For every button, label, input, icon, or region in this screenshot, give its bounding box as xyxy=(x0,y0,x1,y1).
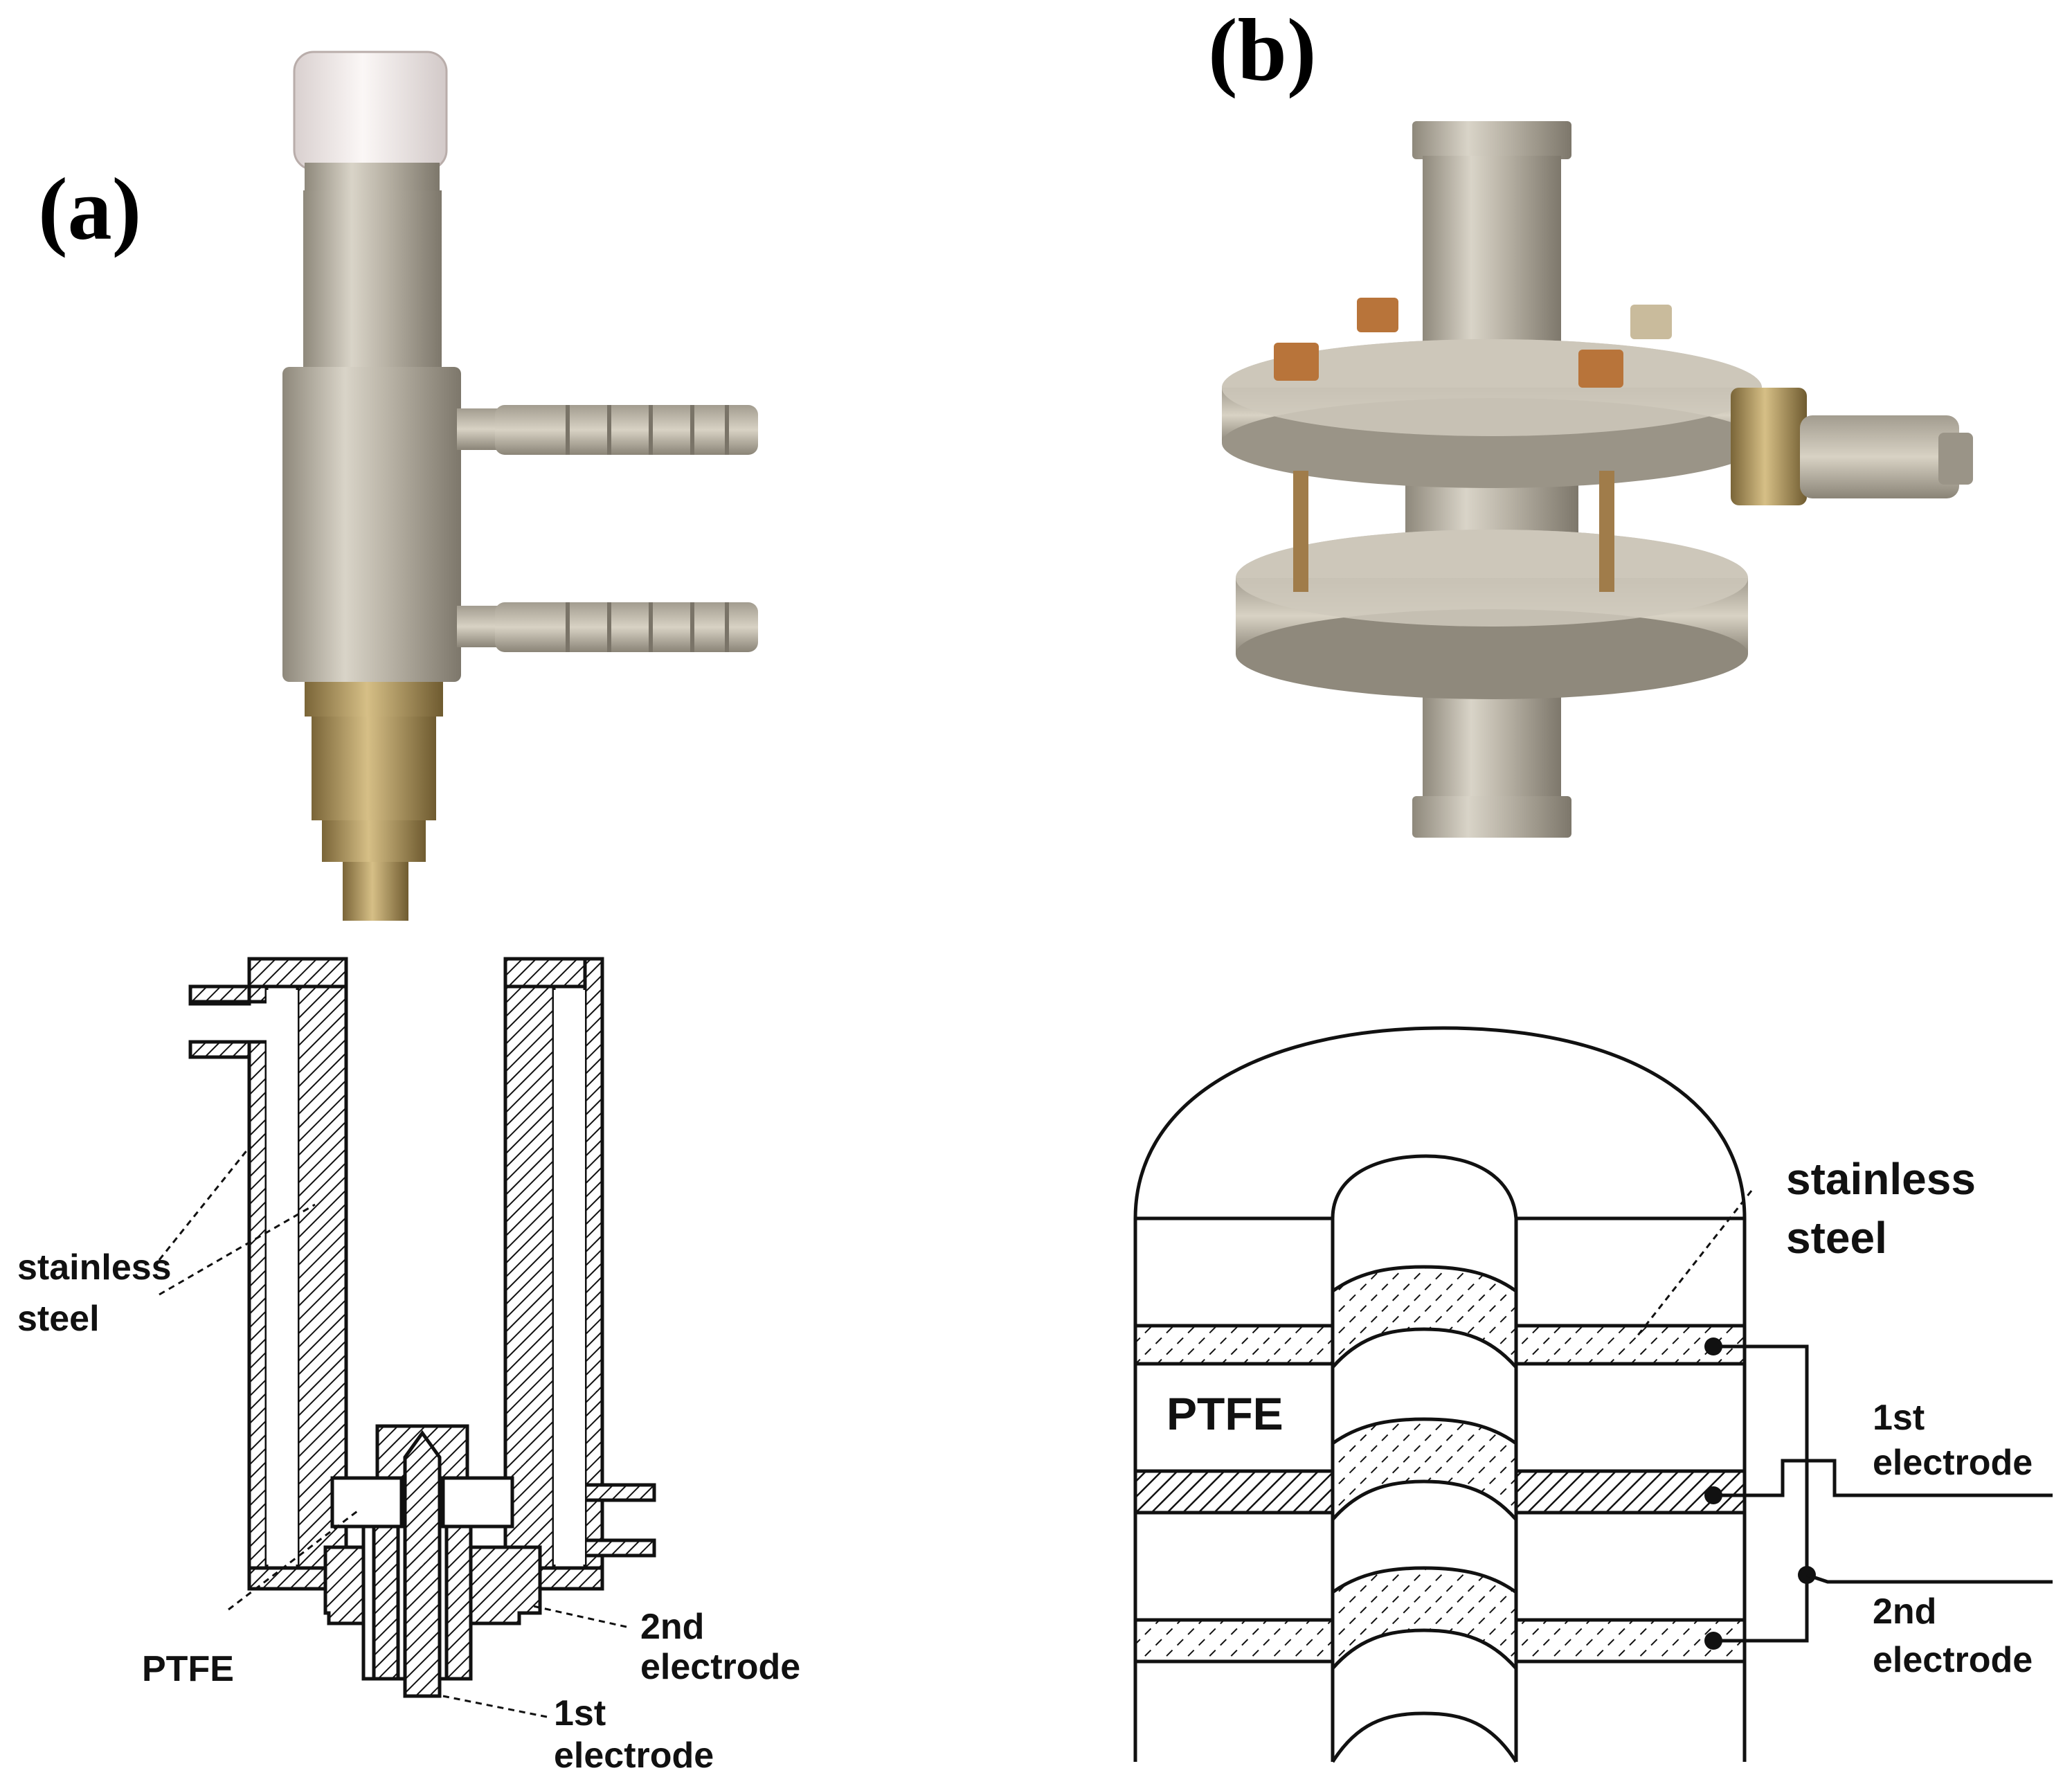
label-a-1st-electrode: electrode xyxy=(554,1736,714,1775)
bnc-connector-icon xyxy=(305,682,443,921)
electrode-wiring xyxy=(1704,1337,2053,1650)
label-b-ptfe: PTFE xyxy=(1166,1388,1283,1439)
gas-outlet-barb-icon xyxy=(457,602,758,652)
label-a-stainless: stainless xyxy=(17,1247,172,1288)
label-a-steel: steel xyxy=(17,1299,100,1339)
panel-a-label: (a) xyxy=(38,160,141,258)
leader-1st-electrode-a xyxy=(442,1695,548,1718)
label-a-ptfe: PTFE xyxy=(142,1649,234,1689)
leader-ptfe-a xyxy=(228,1508,361,1611)
multi-electrode-plasma-jet-photo xyxy=(1222,121,1973,838)
label-a-2nd: 2nd xyxy=(640,1607,704,1647)
syringe-jet-cross-section xyxy=(188,957,656,1698)
label-b-1st-electrode: electrode xyxy=(1873,1443,2033,1483)
gas-inlet-barb-icon xyxy=(457,405,758,455)
label-a-1st: 1st xyxy=(554,1693,606,1733)
label-b-stainless: stainless xyxy=(1786,1154,1976,1204)
leader-stainless-b xyxy=(1636,1190,1753,1337)
leader-stainless-inner xyxy=(159,1203,316,1296)
bolt-icon xyxy=(1274,298,1672,592)
label-b-2nd-electrode: electrode xyxy=(1873,1640,2033,1680)
leader-stainless-outer xyxy=(158,1145,252,1261)
panel-b-label: (b) xyxy=(1208,1,1316,99)
label-b-1st: 1st xyxy=(1873,1398,1925,1438)
label-b-steel: steel xyxy=(1786,1213,1887,1263)
leader-2nd-electrode-a xyxy=(532,1605,627,1628)
label-a-2nd-electrode: electrode xyxy=(640,1647,800,1687)
bnc-connector-icon xyxy=(1731,388,1973,505)
label-b-2nd: 2nd xyxy=(1873,1592,1936,1632)
syringe-type-plasma-jet-photo xyxy=(282,51,758,921)
